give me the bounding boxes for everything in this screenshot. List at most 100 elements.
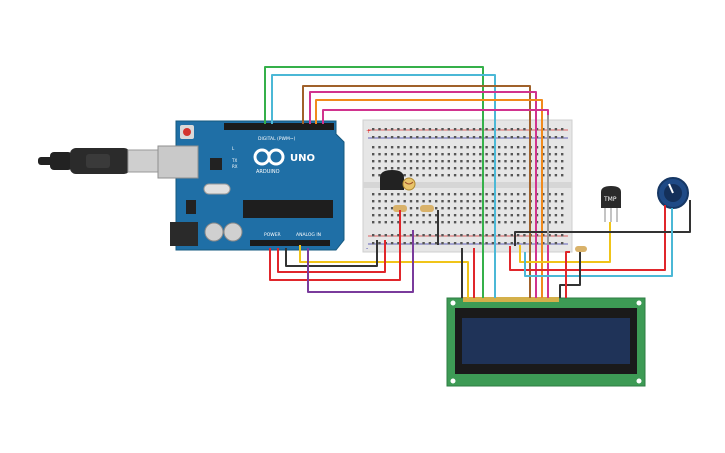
breadboard-hole bbox=[479, 174, 482, 177]
breadboard-hole bbox=[510, 234, 513, 237]
breadboard-hole bbox=[504, 234, 507, 237]
breadboard-hole bbox=[384, 160, 387, 163]
wire-black-3 bbox=[559, 252, 581, 298]
breadboard-hole bbox=[390, 193, 394, 196]
breadboard-hole bbox=[397, 214, 400, 217]
breadboard-hole bbox=[416, 221, 419, 224]
breadboard-hole bbox=[390, 153, 394, 156]
breadboard-hole bbox=[491, 242, 495, 245]
breadboard-hole bbox=[498, 200, 501, 203]
breadboard-hole bbox=[542, 214, 545, 217]
temperature-sensor-icon[interactable]: TMP bbox=[601, 186, 621, 222]
breadboard-hole bbox=[403, 174, 406, 177]
breadboard-hole bbox=[485, 174, 488, 177]
analog-header-label: ANALOG IN bbox=[296, 232, 321, 238]
breadboard-hole bbox=[447, 136, 450, 139]
breadboard-hole bbox=[409, 146, 413, 149]
breadboard-hole bbox=[485, 153, 488, 156]
breadboard-hole bbox=[498, 207, 501, 210]
breadboard-hole bbox=[516, 128, 520, 131]
breadboard-hole bbox=[428, 242, 432, 245]
rail-minus-label: - bbox=[366, 245, 368, 252]
breadboard-hole bbox=[372, 193, 375, 196]
breadboard-hole bbox=[435, 200, 438, 203]
breadboard-hole bbox=[523, 242, 526, 245]
breadboard-hole bbox=[378, 234, 381, 237]
breadboard-hole bbox=[510, 153, 513, 156]
breadboard-hole bbox=[441, 167, 444, 170]
breadboard-hole bbox=[447, 234, 450, 237]
wire-magenta bbox=[309, 91, 537, 298]
breadboard-hole bbox=[460, 200, 463, 203]
breadboard-hole bbox=[504, 221, 507, 224]
breadboard-hole bbox=[378, 221, 381, 224]
lcd-display[interactable] bbox=[446, 297, 646, 387]
breadboard-hole bbox=[523, 193, 526, 196]
breadboard-hole bbox=[372, 136, 375, 139]
breadboard-hole bbox=[428, 167, 432, 170]
breadboard-hole bbox=[416, 200, 419, 203]
usb-cable-icon[interactable] bbox=[38, 148, 159, 174]
arduino-board[interactable]: UNO ARDUINO DIGITAL (PWM~) ANALOG IN POW… bbox=[157, 120, 345, 251]
breadboard-hole bbox=[479, 242, 482, 245]
breadboard-hole bbox=[554, 234, 558, 237]
breadboard-hole bbox=[523, 207, 526, 210]
wires[interactable] bbox=[264, 66, 691, 298]
wire-green bbox=[264, 66, 484, 298]
breadboard-hole bbox=[542, 207, 545, 210]
photoresistor-icon[interactable] bbox=[402, 177, 416, 191]
breadboard-hole bbox=[460, 167, 463, 170]
breadboard-hole bbox=[485, 167, 488, 170]
breadboard-hole bbox=[554, 146, 558, 149]
breadboard-hole bbox=[372, 221, 375, 224]
breadboard-hole bbox=[441, 234, 444, 237]
breadboard-hole bbox=[523, 136, 526, 139]
breadboard-hole bbox=[409, 136, 413, 139]
wire-black-2 bbox=[514, 200, 691, 246]
breadboard-hole bbox=[390, 146, 394, 149]
potentiometer-icon[interactable] bbox=[657, 177, 689, 209]
breadboard-hole bbox=[548, 128, 551, 131]
breadboard-hole bbox=[409, 207, 413, 210]
breadboard-hole bbox=[447, 207, 450, 210]
breadboard-hole bbox=[554, 242, 558, 245]
breadboard-hole bbox=[498, 160, 501, 163]
breadboard-hole bbox=[435, 221, 438, 224]
breadboard-hole bbox=[523, 214, 526, 217]
breadboard-hole bbox=[561, 242, 564, 245]
breadboard-hole bbox=[479, 136, 482, 139]
breadboard-hole bbox=[491, 167, 495, 170]
breadboard-hole bbox=[523, 234, 526, 237]
power-header-label: POWER bbox=[264, 232, 281, 238]
breadboard-hole bbox=[435, 207, 438, 210]
breadboard-hole bbox=[485, 146, 488, 149]
breadboard-hole bbox=[554, 200, 558, 203]
breadboard-hole bbox=[485, 128, 488, 131]
power-jack bbox=[170, 222, 198, 246]
breadboard-hole bbox=[403, 193, 406, 196]
breadboard-hole bbox=[441, 174, 444, 177]
breadboard-hole bbox=[485, 214, 488, 217]
resistor-icon[interactable] bbox=[393, 205, 587, 252]
buzzer-icon[interactable] bbox=[380, 170, 404, 190]
wire-purple bbox=[307, 230, 414, 293]
breadboard-hole bbox=[510, 221, 513, 224]
breadboard-hole bbox=[554, 136, 558, 139]
breadboard-hole bbox=[523, 200, 526, 203]
breadboard-hole bbox=[523, 146, 526, 149]
breadboard-hole bbox=[548, 193, 551, 196]
breadboard-hole bbox=[378, 160, 381, 163]
breadboard-hole bbox=[453, 167, 457, 170]
breadboard-hole bbox=[542, 200, 545, 203]
breadboard-hole bbox=[561, 174, 564, 177]
led-rx-label: RX bbox=[232, 164, 238, 169]
breadboard-hole bbox=[504, 174, 507, 177]
breadboard-hole bbox=[403, 146, 406, 149]
breadboard-hole bbox=[397, 193, 400, 196]
breadboard-hole bbox=[491, 160, 495, 163]
breadboard-hole bbox=[460, 153, 463, 156]
breadboard-hole bbox=[504, 153, 507, 156]
breadboard-hole bbox=[485, 221, 488, 224]
sensor-label: TMP bbox=[603, 196, 617, 203]
